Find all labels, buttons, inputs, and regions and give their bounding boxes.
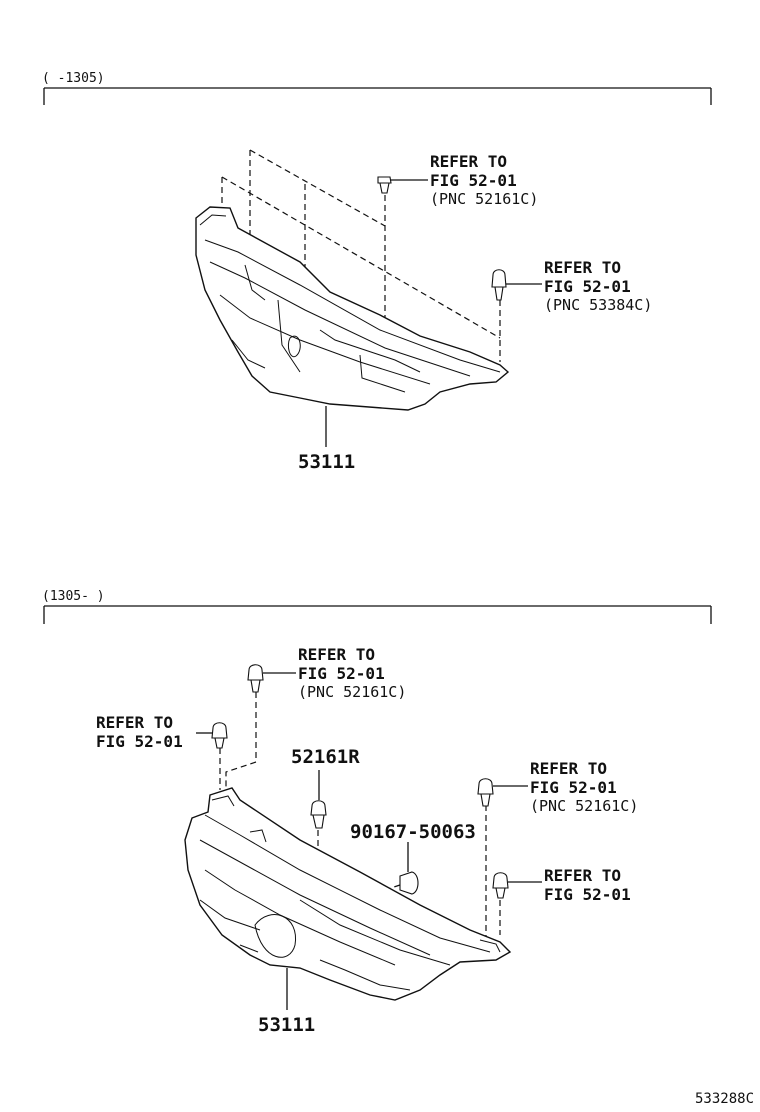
svg-text:REFER TO: REFER TO xyxy=(298,645,375,664)
radiator-grille-part-bottom xyxy=(184,787,512,1001)
callout-refer-top-2: REFER TO FIG 52-01 (PNC 53384C) xyxy=(544,258,652,314)
clip-icon-top-2 xyxy=(491,269,542,301)
svg-text:REFER TO: REFER TO xyxy=(96,713,173,732)
clip-icon-52161r xyxy=(310,770,327,829)
callout-refer-bottom-1: REFER TO FIG 52-01 (PNC 52161C) xyxy=(298,645,406,701)
svg-text:FIG 52-01: FIG 52-01 xyxy=(298,664,385,683)
svg-text:(PNC 53384C): (PNC 53384C) xyxy=(544,296,652,314)
svg-text:REFER TO: REFER TO xyxy=(544,258,621,277)
range-label-top: ( -1305) xyxy=(42,71,105,86)
svg-text:FIG 52-01: FIG 52-01 xyxy=(96,732,183,751)
clip-icon-bottom-2 xyxy=(196,722,228,749)
range-label-bottom: (1305- ) xyxy=(42,589,105,604)
svg-text:(PNC 52161C): (PNC 52161C) xyxy=(530,797,638,815)
clip-icon-bottom-3 xyxy=(477,778,528,807)
screw-icon-90167-50063 xyxy=(399,842,419,895)
svg-text:REFER TO: REFER TO xyxy=(544,866,621,885)
callout-refer-bottom-2: REFER TO FIG 52-01 xyxy=(96,713,183,751)
callout-refer-bottom-4: REFER TO FIG 52-01 xyxy=(544,866,631,904)
clip-icon-bottom-1 xyxy=(247,664,296,693)
svg-text:REFER TO: REFER TO xyxy=(430,152,507,171)
part-number-52161r: 52161R xyxy=(291,746,360,768)
callout-refer-top-1: REFER TO FIG 52-01 (PNC 52161C) xyxy=(430,152,538,208)
clip-icon-bottom-4 xyxy=(492,872,542,899)
svg-text:(PNC 52161C): (PNC 52161C) xyxy=(298,683,406,701)
section-divider-bottom xyxy=(43,605,712,624)
section-divider-top xyxy=(43,87,712,105)
svg-text:FIG 52-01: FIG 52-01 xyxy=(530,778,617,797)
radiator-grille-part-top xyxy=(195,206,510,411)
part-number-90167-50063: 90167-50063 xyxy=(350,821,476,843)
callout-refer-bottom-3: REFER TO FIG 52-01 (PNC 52161C) xyxy=(530,759,638,815)
figure-id: 533288C xyxy=(695,1091,754,1107)
svg-text:FIG 52-01: FIG 52-01 xyxy=(430,171,517,190)
svg-text:FIG 52-01: FIG 52-01 xyxy=(544,277,631,296)
section-before-1305: ( -1305) xyxy=(42,71,712,473)
part-number-53111-bottom: 53111 xyxy=(258,1014,315,1036)
part-number-53111-top: 53111 xyxy=(298,451,355,473)
svg-text:REFER TO: REFER TO xyxy=(530,759,607,778)
svg-text:(PNC 52161C): (PNC 52161C) xyxy=(430,190,538,208)
clip-icon-top-1 xyxy=(377,176,428,194)
svg-text:FIG 52-01: FIG 52-01 xyxy=(544,885,631,904)
section-after-1305: (1305- ) xyxy=(42,589,712,1036)
